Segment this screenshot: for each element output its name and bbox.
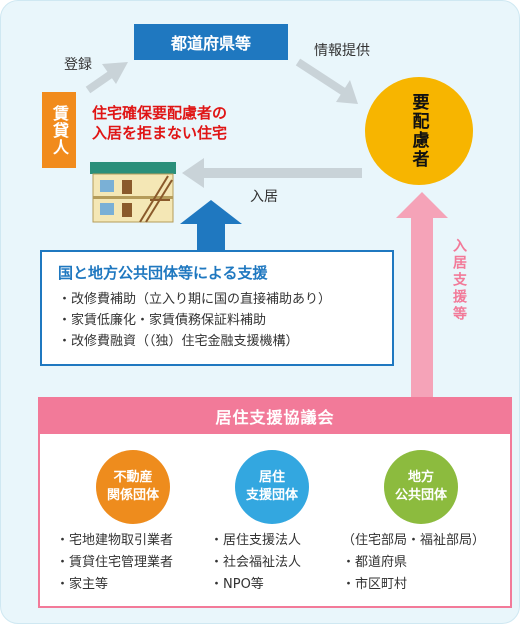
needy-person-circle: 要配慮者 xyxy=(365,77,473,185)
real-estate-members: ・宅地建物取引業者 ・賃貸住宅管理業者 ・家主等 xyxy=(56,530,173,596)
group-name: 関係団体 xyxy=(106,488,159,503)
group-name: 支援団体 xyxy=(245,488,298,503)
support-item: ・家賃低廉化・家賃債務保証料補助 xyxy=(58,313,267,328)
member-item: ・賃貸住宅管理業者 xyxy=(56,555,174,570)
housing-title-line-1: 住宅確保要配慮者の xyxy=(92,104,228,122)
register-arrow xyxy=(85,62,128,94)
real-estate-groups-circle: 不動産関係団体 xyxy=(96,450,170,524)
member-item: ・NPO等 xyxy=(210,577,264,592)
housing-support-members: ・居住支援法人 ・社会福祉法人 ・NPO等 xyxy=(210,530,301,596)
support-item: ・改修費融資（（独）住宅金融支援機構） xyxy=(58,334,299,349)
housing-title: 住宅確保要配慮者の 入居を拒まない住宅 xyxy=(92,103,227,143)
member-item: ・家主等 xyxy=(56,577,109,592)
housing-title-line-2: 入居を拒まない住宅 xyxy=(92,124,228,142)
tenant-box: 賃貸人 xyxy=(42,92,76,168)
public-support-title: 国と地方公共団体等による支援 xyxy=(58,264,268,282)
info-arrow xyxy=(295,58,358,104)
register-label: 登録 xyxy=(64,57,92,73)
member-item: （住宅部局・福祉部局） xyxy=(342,533,486,548)
apartment-building-icon xyxy=(90,162,176,223)
local-government-circle: 地方公共団体 xyxy=(384,450,458,524)
member-item: ・都道府県 xyxy=(342,555,408,570)
group-name: 公共団体 xyxy=(394,488,447,503)
moving-in-arrow xyxy=(182,158,362,188)
member-item: ・居住支援法人 xyxy=(210,533,302,548)
member-item: ・社会福祉法人 xyxy=(210,555,302,570)
support-item: ・改修費補助（立入り期に国の直接補助あり） xyxy=(58,292,332,307)
government-box: 都道府県等 xyxy=(134,24,288,60)
info-provision-label: 情報提供 xyxy=(314,43,370,59)
group-name: 不動産 xyxy=(113,470,153,485)
member-item: ・宅地建物取引業者 xyxy=(56,533,174,548)
council-support-arrow xyxy=(396,192,448,398)
group-name: 地方 xyxy=(407,470,434,485)
group-name: 居住 xyxy=(258,470,285,485)
housing-support-groups-circle: 居住支援団体 xyxy=(235,450,309,524)
council-header: 居住支援協議会 xyxy=(38,397,512,435)
local-government-members: （住宅部局・福祉部局） ・都道府県 ・市区町村 xyxy=(342,530,485,596)
moving-in-support-label: 入居支援等 xyxy=(451,238,467,323)
public-support-box: 国と地方公共団体等による支援 ・改修費補助（立入り期に国の直接補助あり） ・家賃… xyxy=(40,250,394,366)
moving-in-label: 入居 xyxy=(250,189,278,205)
support-arrow xyxy=(180,200,242,252)
member-item: ・市区町村 xyxy=(342,577,408,592)
